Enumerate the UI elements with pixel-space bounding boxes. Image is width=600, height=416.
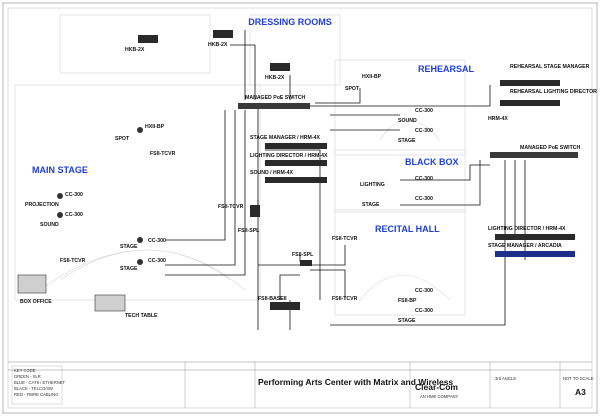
svg-text:SOUND: SOUND	[398, 118, 417, 124]
svg-text:LIGHTING: LIGHTING	[360, 182, 385, 188]
hrm-stage-manager: STAGE MANAGER / HRM-4X	[250, 135, 327, 149]
recital-endpoints: FSII-TCVR FSII-TCVR CC-300 FSII-BP CC-30…	[332, 236, 433, 324]
rehearsal-endpoints: HXII-BP SPOT CC-300 SOUND CC-300 STAGE	[345, 74, 433, 144]
svg-text:AN HME COMPANY: AN HME COMPANY	[420, 394, 459, 399]
room-label-recital-hall: RECITAL HALL	[375, 224, 440, 234]
svg-text:FSII-TCVR: FSII-TCVR	[150, 151, 176, 157]
svg-text:STAGE: STAGE	[362, 202, 380, 208]
svg-text:CC-300: CC-300	[148, 258, 166, 264]
svg-text:LIGHTING DIRECTOR / HRM-4X: LIGHTING DIRECTOR / HRM-4X	[488, 226, 566, 232]
svg-text:STAGE: STAGE	[120, 244, 138, 250]
svg-text:FSII-BP: FSII-BP	[398, 298, 417, 304]
hkb-panel-b: HKB-2X	[208, 30, 233, 48]
box-office-station: BOX OFFICE	[17, 274, 52, 305]
svg-text:3rd ANGLE: 3rd ANGLE	[495, 376, 516, 381]
room-label-dressing: DRESSING ROOMS	[248, 17, 332, 27]
managed-poe-switch-right: MANAGED PoE SWITCH	[490, 145, 580, 158]
svg-text:CC-300: CC-300	[415, 128, 433, 134]
svg-text:A3: A3	[575, 387, 586, 397]
rehearsal-lighting-director-panel: REHEARSAL LIGHTING DIRECTOR	[500, 89, 597, 106]
rehearsal-hrm-label: HRM-4X	[488, 116, 508, 122]
svg-text:GREEN - XLR: GREEN - XLR	[14, 374, 41, 379]
svg-text:STAGE: STAGE	[120, 266, 138, 272]
svg-text:STAGE MANAGER / HRM-4X: STAGE MANAGER / HRM-4X	[250, 135, 320, 141]
svg-text:BLUE - CAT6 / ETHERNET: BLUE - CAT6 / ETHERNET	[14, 380, 66, 385]
svg-text:PROJECTION: PROJECTION	[25, 202, 59, 208]
svg-text:HXII-BP: HXII-BP	[145, 124, 165, 130]
svg-text:CC-300: CC-300	[415, 176, 433, 182]
svg-text:NOT TO SCALE: NOT TO SCALE	[563, 376, 594, 381]
svg-text:REHEARSAL STAGE MANAGER: REHEARSAL STAGE MANAGER	[510, 64, 590, 70]
room-label-main-stage: MAIN STAGE	[32, 165, 88, 175]
floor-plan	[14, 14, 466, 316]
svg-text:SPOT: SPOT	[345, 86, 360, 92]
managed-poe-switch-main: MANAGED PoE SWITCH	[238, 95, 310, 109]
svg-text:SOUND / HRM-4X: SOUND / HRM-4X	[250, 170, 293, 176]
svg-text:FSII-TCVR: FSII-TCVR	[332, 296, 358, 302]
lighting-director-hrm-right: LIGHTING DIRECTOR / HRM-4X	[488, 226, 575, 240]
svg-text:REHEARSAL LIGHTING DIRECTOR: REHEARSAL LIGHTING DIRECTOR	[510, 89, 597, 95]
svg-text:RED - FIBRE CABLING: RED - FIBRE CABLING	[14, 392, 58, 397]
svg-text:FSII-TCVR: FSII-TCVR	[332, 236, 358, 242]
fsii-baseii: FSII-BASEII	[258, 296, 300, 310]
svg-text:STAGE: STAGE	[398, 138, 416, 144]
hrm-sound: SOUND / HRM-4X	[250, 170, 327, 183]
svg-text:STAGE MANAGER / ARCADIA: STAGE MANAGER / ARCADIA	[488, 243, 562, 249]
main-stage-endpoints: HXII-BP SPOT CC-300 PROJECTION CC-300 SO…	[25, 124, 244, 272]
hkb-panel-c: HKB-2X	[265, 63, 290, 81]
svg-text:FSII-SPL: FSII-SPL	[292, 252, 314, 258]
svg-text:TECH TABLE: TECH TABLE	[125, 313, 158, 319]
svg-text:CC-300: CC-300	[415, 108, 433, 114]
svg-text:CC-300: CC-300	[65, 192, 83, 198]
inner-border	[7, 7, 593, 409]
room-label-rehearsal: REHEARSAL	[418, 64, 475, 74]
svg-text:CC-300: CC-300	[65, 212, 83, 218]
svg-text:CC-300: CC-300	[148, 238, 166, 244]
svg-text:FSII-BASEII: FSII-BASEII	[258, 296, 287, 302]
room-label-black-box: BLACK BOX	[405, 157, 459, 167]
svg-text:KEY CODE: KEY CODE	[14, 368, 36, 373]
fsii-spl-b: FSII-SPL	[292, 252, 314, 266]
title-block: KEY CODE GREEN - XLR BLUE - CAT6 / ETHER…	[8, 361, 594, 408]
svg-text:BLACK - TELCO/4W: BLACK - TELCO/4W	[14, 386, 53, 391]
tech-table-station: TECH TABLE	[94, 294, 158, 319]
svg-text:FSII-TCVR: FSII-TCVR	[218, 204, 244, 210]
svg-text:Clear-Com: Clear-Com	[415, 382, 458, 392]
svg-text:FSII-SPL: FSII-SPL	[238, 228, 260, 234]
rehearsal-stage-manager-panel: REHEARSAL STAGE MANAGER	[500, 64, 590, 86]
svg-text:HKB-2X: HKB-2X	[208, 42, 228, 48]
stage-manager-arcadia: STAGE MANAGER / ARCADIA	[488, 243, 575, 257]
svg-text:Performing Arts Center with Ma: Performing Arts Center with Matrix and W…	[258, 377, 453, 387]
svg-text:HKB-2X: HKB-2X	[265, 75, 285, 81]
svg-text:LIGHTING DIRECTOR / HRM-4X: LIGHTING DIRECTOR / HRM-4X	[250, 153, 328, 159]
svg-text:SPOT: SPOT	[115, 136, 130, 142]
svg-text:BOX OFFICE: BOX OFFICE	[20, 299, 52, 305]
hkb-panel-a: HKB-2X	[125, 35, 158, 53]
svg-text:CC-300: CC-300	[415, 288, 433, 294]
svg-text:HKB-2X: HKB-2X	[125, 47, 145, 53]
svg-text:CC-300: CC-300	[415, 308, 433, 314]
svg-text:FSII-TCVR: FSII-TCVR	[60, 258, 86, 264]
svg-text:CC-300: CC-300	[415, 196, 433, 202]
svg-text:STAGE: STAGE	[398, 318, 416, 324]
svg-text:MANAGED PoE SWITCH: MANAGED PoE SWITCH	[520, 145, 580, 151]
svg-text:HXII-BP: HXII-BP	[362, 74, 382, 80]
svg-text:SOUND: SOUND	[40, 222, 59, 228]
black-box-endpoints: CC-300 LIGHTING CC-300 STAGE	[360, 176, 433, 208]
svg-text:MANAGED PoE SWITCH: MANAGED PoE SWITCH	[245, 95, 305, 101]
fsii-spl-a: FSII-SPL	[238, 205, 260, 234]
hrm-lighting-director: LIGHTING DIRECTOR / HRM-4X	[250, 153, 328, 166]
